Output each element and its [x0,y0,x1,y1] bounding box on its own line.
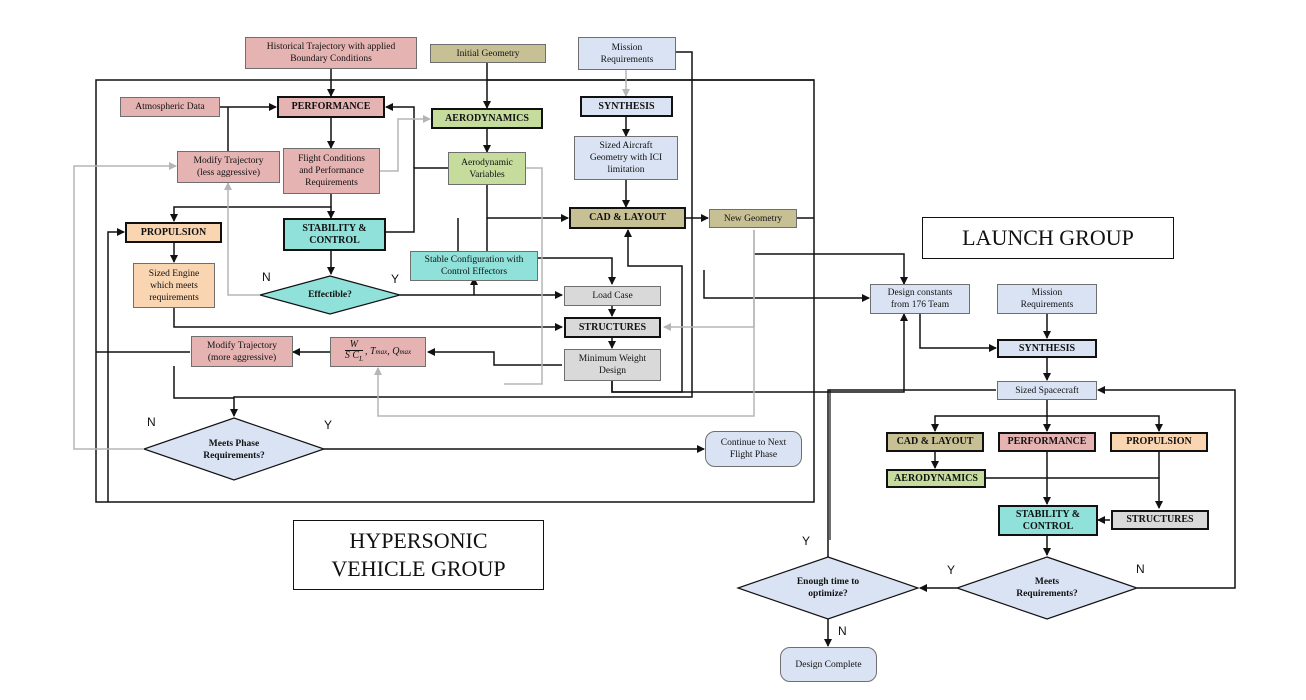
meets-requirements-label: Meets Requirements? [1016,577,1078,599]
launch-aerodynamics-node: AERODYNAMICS [886,469,986,488]
effectible-diamond [257,275,403,315]
modify-trajectory-less-node: Modify Trajectory (less aggressive) [177,151,280,183]
aerodynamics-node: AERODYNAMICS [431,108,543,129]
atmospheric-data-node: Atmospheric Data [120,97,220,117]
propulsion-node: PROPULSION [125,222,222,243]
performance-node: PERFORMANCE [277,96,385,118]
meets-requirements-y-label: Y [947,563,956,577]
historical-trajectory-node: Historical Trajectory with applied Bound… [245,37,417,69]
stable-configuration-node: Stable Configuration with Control Effect… [410,251,538,281]
new-geometry-node: New Geometry [709,209,797,228]
mission-requirements-node: Mission Requirements [578,37,676,70]
modify-trajectory-more-node: Modify Trajectory (more aggressive) [191,336,293,367]
hypersonic-group-title: HYPERSONIC VEHICLE GROUP [293,520,544,590]
formula-qmax-subscript: max [399,348,412,356]
launch-propulsion-node: PROPULSION [1110,432,1208,452]
cad-layout-node: CAD & LAYOUT [569,207,686,229]
load-case-node: Load Case [564,286,661,306]
meets-phase-y-label: Y [324,418,333,432]
effectible-y-label: Y [391,272,400,286]
launch-cad-layout-node: CAD & LAYOUT [886,432,984,452]
sized-engine-node: Sized Engine which meets requirements [133,263,215,308]
meets-phase-diamond [142,417,326,481]
launch-performance-node: PERFORMANCE [998,432,1096,452]
synthesis-node: SYNTHESIS [580,96,673,117]
launch-synthesis-node: SYNTHESIS [997,339,1097,358]
design-constants-node: Design constants from 176 Team [870,284,970,314]
enough-time-n-label: N [838,624,847,638]
sized-spacecraft-node: Sized Spacecraft [997,381,1097,400]
meets-phase-n-label: N [147,415,156,429]
launch-structures-node: STRUCTURES [1111,510,1209,530]
initial-geometry-node: Initial Geometry [430,44,546,63]
launch-mission-requirements-node: Mission Requirements [997,284,1097,314]
formula-tmax-subscript: max [375,348,388,356]
stability-control-node: STABILITY & CONTROL [283,218,386,251]
effectible-label: Effectible? [308,290,352,300]
formula-denominator-subscript: L [359,355,363,363]
structures-node: STRUCTURES [564,317,661,338]
enough-time-label: Enough time to optimize? [796,577,860,599]
effectible-n-label: N [262,270,271,284]
sized-aircraft-node: Sized Aircraft Geometry with ICI limitat… [574,136,678,180]
flight-conditions-node: Flight Conditions and Performance Requir… [283,148,380,194]
enough-time-y-label: Y [802,534,811,548]
launch-group-title: LAUNCH GROUP [922,217,1174,259]
formula-tmax: , T [364,346,376,357]
meets-phase-label: Meets Phase Requirements? [203,439,265,461]
formula-qmax: , Q [387,346,400,357]
continue-next-phase-node: Continue to Next Flight Phase [705,431,802,467]
minimum-weight-node: Minimum Weight Design [564,349,661,381]
meets-requirements-n-label: N [1136,562,1145,576]
launch-stability-control-node: STABILITY & CONTROL [998,505,1098,536]
hypersonic-group-frame [95,79,815,503]
formula-numerator: W [349,339,359,350]
formula-denominator: S C [344,350,360,361]
aerodynamic-variables-node: Aerodynamic Variables [448,152,526,185]
design-complete-node: Design Complete [780,647,877,682]
meets-requirements-diamond [955,556,1139,620]
